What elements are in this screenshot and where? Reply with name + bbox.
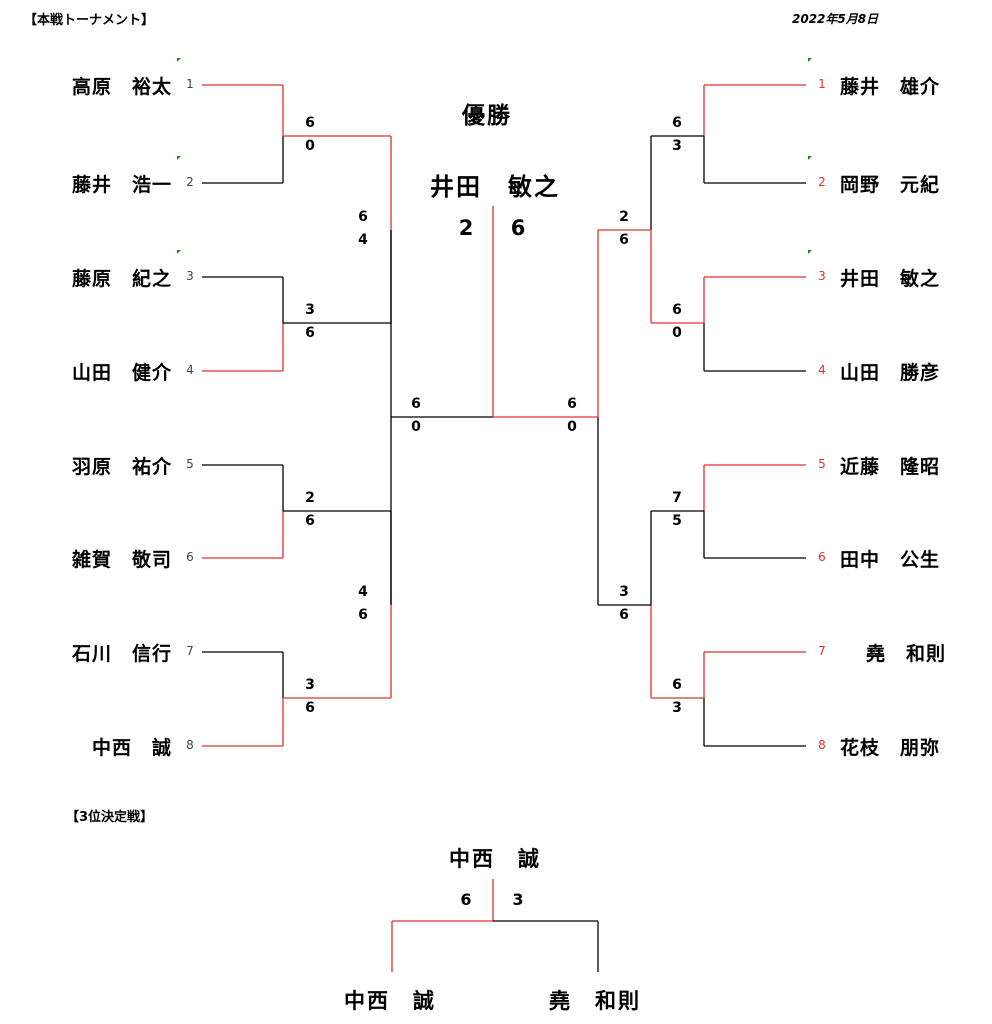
right-player-name: 近藤 隆昭 <box>840 456 941 478</box>
right-player-name: 花枝 朋弥 <box>840 737 941 759</box>
left-r1-score-top: 3 <box>305 302 315 318</box>
left-player-name: 高原 裕太 <box>71 76 172 98</box>
left-r1-score-bottom: 6 <box>305 325 315 341</box>
third-place-winner: 中西 誠 <box>449 847 541 871</box>
final-score-left: 2 <box>458 216 474 240</box>
right-r1-score-top: 6 <box>672 115 682 131</box>
right-player-name: 田中 公生 <box>840 549 941 571</box>
right-r2-score-top: 3 <box>619 584 629 600</box>
right-player-name: 堯 和則 <box>866 643 947 665</box>
left-r1-score-bottom: 0 <box>305 138 315 154</box>
right-r1-score-top: 7 <box>672 490 682 506</box>
right-r1-score-top: 6 <box>672 302 682 318</box>
right-r1-score-bottom: 5 <box>672 513 682 529</box>
right-player-name: 山田 勝彦 <box>840 362 941 384</box>
left-player-name: 山田 健介 <box>71 362 172 384</box>
right-player-seed: 2 <box>818 175 826 189</box>
seed-flag-icon <box>808 58 812 62</box>
right-player-seed: 5 <box>818 457 826 471</box>
third-place-player-right: 堯 和則 <box>549 989 641 1013</box>
right-r2-score-top: 2 <box>619 209 629 225</box>
left-r1-score-top: 3 <box>305 677 315 693</box>
seed-flag-icon <box>177 250 181 254</box>
right-player-seed: 8 <box>818 738 826 752</box>
left-player-seed: 7 <box>186 644 194 658</box>
left-r1-score-top: 6 <box>305 115 315 131</box>
final-label: 優勝 <box>462 103 512 129</box>
left-r1-score-bottom: 6 <box>305 513 315 529</box>
seed-flag-icon <box>177 58 181 62</box>
third-place-score-left: 6 <box>460 890 472 909</box>
left-player-name: 藤原 紀之 <box>71 268 172 290</box>
left-semi-score-bottom: 0 <box>411 419 421 435</box>
left-player-seed: 3 <box>186 269 194 283</box>
left-player-name: 羽原 祐介 <box>71 456 172 478</box>
right-player-seed: 3 <box>818 269 826 283</box>
right-semi-score-bottom: 0 <box>567 419 577 435</box>
final-score-right: 6 <box>510 216 526 240</box>
right-player-seed: 4 <box>818 363 826 377</box>
right-r2-score-bottom: 6 <box>619 607 629 623</box>
left-r2-score-bottom: 4 <box>358 232 368 248</box>
right-semi-score-top: 6 <box>567 396 577 412</box>
left-r2-score-bottom: 6 <box>358 607 368 623</box>
right-r2-score-bottom: 6 <box>619 232 629 248</box>
right-player-seed: 7 <box>818 644 826 658</box>
right-player-seed: 1 <box>818 77 826 91</box>
tournament-heading: 【本戦トーナメント】 <box>24 13 155 28</box>
left-r1-score-bottom: 6 <box>305 700 315 716</box>
left-r1-score-top: 2 <box>305 490 315 506</box>
left-player-seed: 4 <box>186 363 194 377</box>
left-r2-score-top: 6 <box>358 209 368 225</box>
seed-flag-icon <box>177 156 181 160</box>
right-player-name: 岡野 元紀 <box>840 174 941 196</box>
left-player-seed: 1 <box>186 77 194 91</box>
seed-flag-icon <box>808 250 812 254</box>
left-player-name: 雑賀 敬司 <box>71 549 172 571</box>
right-r1-score-bottom: 3 <box>672 700 682 716</box>
left-player-seed: 2 <box>186 175 194 189</box>
third-place-player-left: 中西 誠 <box>344 989 436 1013</box>
right-r1-score-top: 6 <box>672 677 682 693</box>
third-place-score-right: 3 <box>512 890 524 909</box>
left-player-name: 藤井 浩一 <box>71 174 172 196</box>
left-player-seed: 8 <box>186 738 194 752</box>
seed-flag-icon <box>808 156 812 160</box>
left-semi-score-top: 6 <box>411 396 421 412</box>
tournament-date: 2022年5月8日 <box>792 12 879 26</box>
left-r2-score-top: 4 <box>358 584 368 600</box>
left-player-seed: 5 <box>186 457 194 471</box>
right-player-name: 井田 敏之 <box>840 268 941 290</box>
right-r1-score-bottom: 0 <box>672 325 682 341</box>
right-r1-score-bottom: 3 <box>672 138 682 154</box>
left-player-name: 石川 信行 <box>71 643 172 665</box>
left-player-name: 中西 誠 <box>91 737 172 759</box>
left-player-seed: 6 <box>186 550 194 564</box>
third-place-heading: 【3位決定戦】 <box>66 810 154 825</box>
champion-name: 井田 敏之 <box>430 173 560 201</box>
right-player-name: 藤井 雄介 <box>840 76 941 98</box>
right-player-seed: 6 <box>818 550 826 564</box>
